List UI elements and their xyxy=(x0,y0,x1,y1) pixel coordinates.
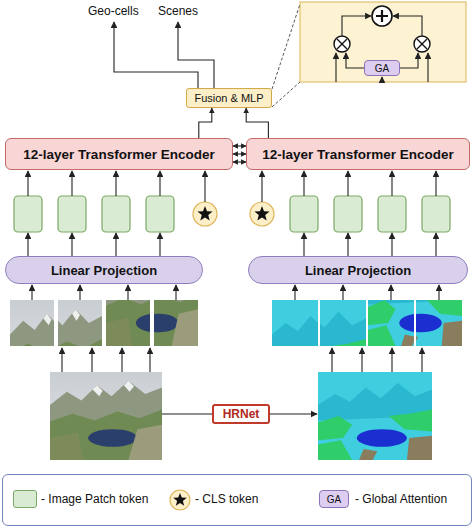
product-symbol xyxy=(337,39,347,49)
encoder-box: 12-layer Transformer Encoder xyxy=(246,138,470,170)
connector-arrow xyxy=(246,108,268,138)
fusion-inset xyxy=(300,2,466,82)
cls-tokens xyxy=(193,202,274,226)
projection-box: Linear Projection xyxy=(5,256,203,284)
product-symbol xyxy=(417,39,427,49)
node-text: HRNet xyxy=(223,407,260,421)
node-text: GA xyxy=(375,63,389,74)
inset-box xyxy=(300,2,466,82)
node-text: Fusion & MLP xyxy=(194,92,263,104)
legend-item: GA - Global Attention xyxy=(319,490,447,508)
product-symbol xyxy=(334,36,350,52)
connector-arrow xyxy=(233,161,246,162)
sum-symbol xyxy=(376,10,388,22)
hrnet-box: HRNet xyxy=(212,404,270,424)
input-photo xyxy=(50,372,162,460)
legend-text: - Image Patch token xyxy=(41,492,148,506)
cls-legend-symbol xyxy=(173,493,187,506)
connector-arrow xyxy=(199,108,212,138)
cls-legend-symbol xyxy=(170,490,190,510)
output-arrows xyxy=(114,22,214,88)
legend-item: - Image Patch token xyxy=(13,490,148,508)
segmentation-map xyxy=(318,372,432,460)
legend-item: - CLS token xyxy=(171,490,258,508)
output-label: Scenes xyxy=(158,4,198,18)
inset-wires xyxy=(336,16,428,82)
projection-box: Linear Projection xyxy=(248,256,468,284)
node-text: Linear Projection xyxy=(305,263,411,278)
connector-arrow xyxy=(233,153,246,154)
legend-symbol-text: GA xyxy=(327,494,341,505)
node-text: 12-layer Transformer Encoder xyxy=(262,147,453,162)
legend-text: - CLS token xyxy=(195,492,258,506)
sum-symbol xyxy=(372,6,392,26)
legend-spacer xyxy=(171,490,195,508)
attention-box: GA xyxy=(364,60,400,76)
legend-text: - Global Attention xyxy=(355,492,447,506)
zoom-lines xyxy=(272,4,300,107)
output-label: Geo-cells xyxy=(88,4,139,18)
node-text: 12-layer Transformer Encoder xyxy=(23,147,214,162)
fusion-box: Fusion & MLP xyxy=(186,88,272,108)
legend-swatch: GA xyxy=(319,490,349,508)
patch-tokens xyxy=(14,196,450,232)
product-symbol xyxy=(414,36,430,52)
connector-arrow xyxy=(233,145,246,146)
encoder-box: 12-layer Transformer Encoder xyxy=(5,138,233,170)
node-text: Linear Projection xyxy=(51,263,157,278)
legend-box: - Image Patch token - CLS token GA - Global… xyxy=(2,474,472,526)
legend-swatch xyxy=(13,490,37,508)
